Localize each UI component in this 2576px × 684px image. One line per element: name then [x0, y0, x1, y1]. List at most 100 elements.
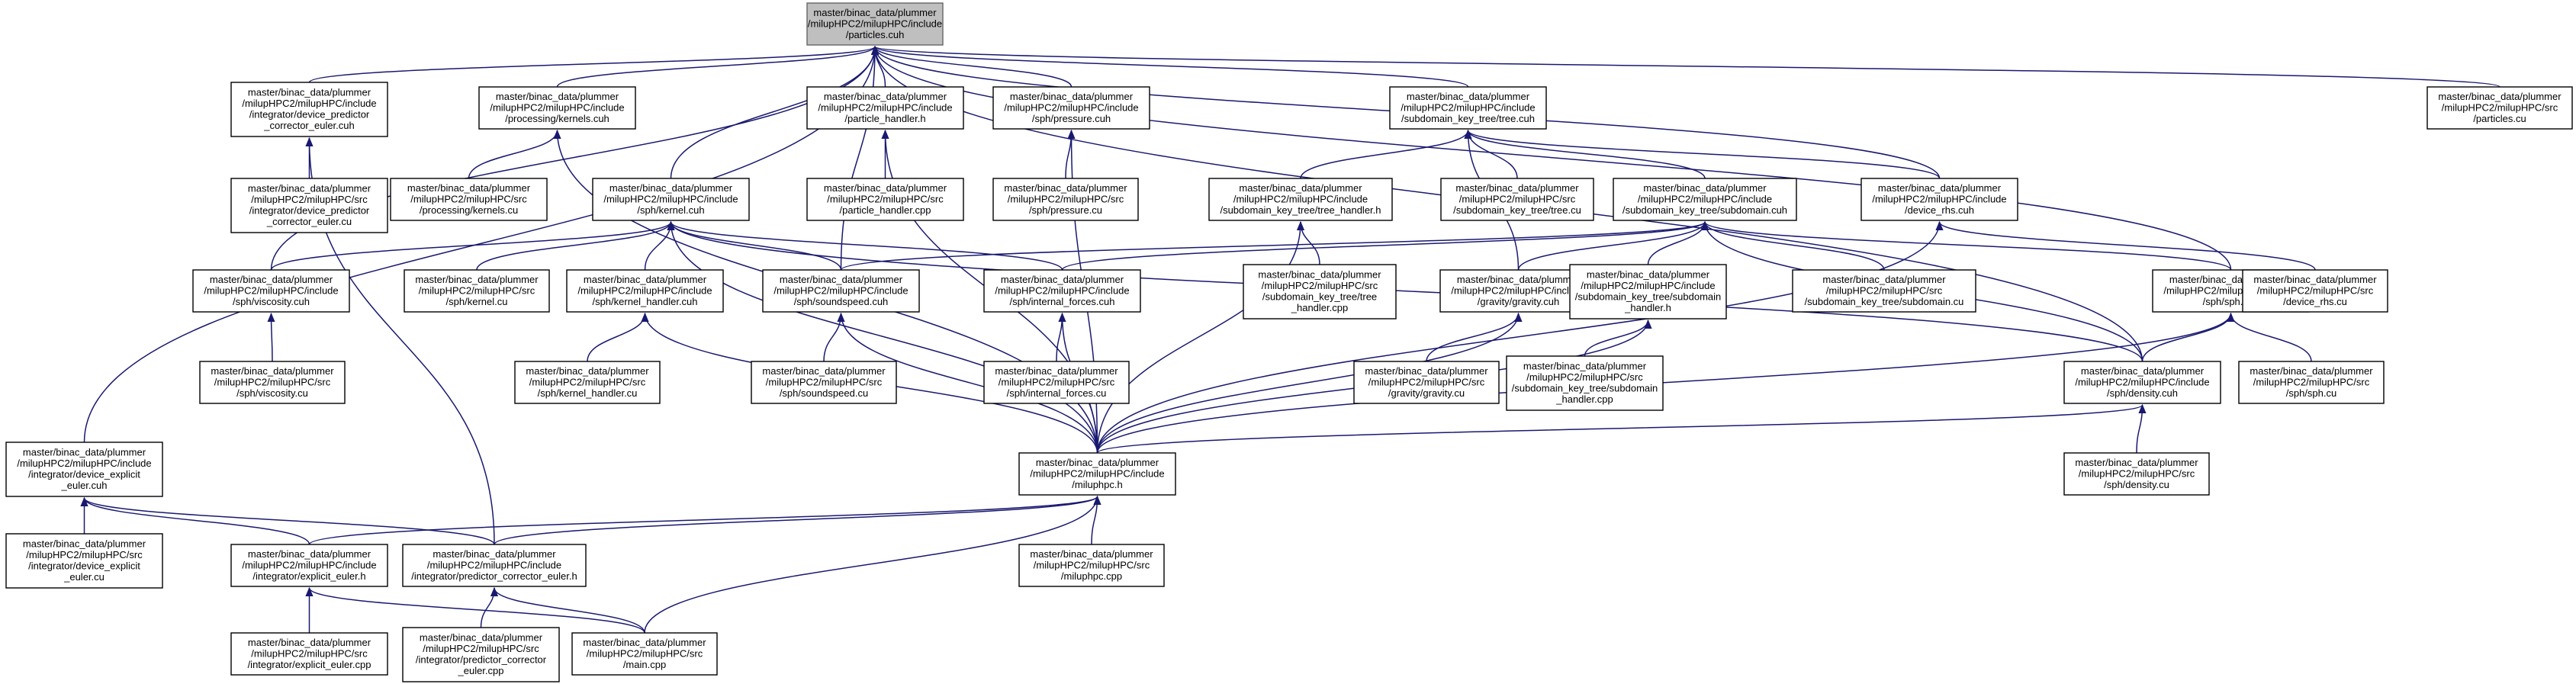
node-kernel-handler-cu[interactable]: master/binac_data/plummer/milupHPC2/milu… — [514, 361, 661, 404]
node-label-line: /milupHPC2/milupHPC/src — [251, 194, 368, 205]
edge-miluphpc-h-to-kernel-cuh — [667, 221, 1098, 454]
node-viscosity-cu[interactable]: master/binac_data/plummer/milupHPC2/milu… — [199, 361, 346, 404]
node-kernel-handler-cuh[interactable]: master/binac_data/plummer/milupHPC2/milu… — [566, 269, 724, 313]
node-label-line: master/binac_data/plummer — [1457, 274, 1581, 285]
node-device-predictor-corrector-euler-cu[interactable]: master/binac_data/plummer/milupHPC2/milu… — [230, 178, 388, 233]
node-label-line: /milupHPC2/milupHPC/include — [204, 284, 338, 296]
node-subdomain-handler-h[interactable]: master/binac_data/plummer/milupHPC2/milu… — [1569, 264, 1727, 320]
node-device-explicit-euler-cuh[interactable]: master/binac_data/plummer/milupHPC2/milu… — [5, 442, 163, 497]
node-internal-forces-cuh[interactable]: master/binac_data/plummer/milupHPC2/milu… — [983, 269, 1141, 313]
node-box — [390, 178, 548, 221]
node-subdomain-cu[interactable]: master/binac_data/plummer/milupHPC2/milu… — [1792, 269, 1976, 313]
node-particles-cuh[interactable]: master/binac_data/plummer/milupHPC2/milu… — [806, 2, 944, 46]
node-label-line: /sph/viscosity.cu — [236, 387, 308, 399]
node-label-line: master/binac_data/plummer — [1036, 457, 1159, 468]
edge-main-cpp-to-predictor-corrector-euler-h — [490, 587, 645, 634]
node-label-line: /milupHPC2/milupHPC/src — [26, 549, 143, 560]
node-box — [1506, 355, 1664, 411]
node-predictor-corrector-euler-cpp[interactable]: master/binac_data/plummer/milupHPC2/milu… — [402, 627, 560, 682]
node-label-line: /milupHPC2/milupHPC/include — [1004, 101, 1138, 113]
node-box — [230, 544, 388, 587]
node-label-line: master/binac_data/plummer — [2081, 365, 2205, 377]
node-label-line: /subdomain_key_tree/tree.cu — [1453, 204, 1581, 216]
node-label-line: /milupHPC2/milupHPC/include — [1451, 284, 1585, 296]
node-label-line: /gravity/gravity.cu — [1388, 387, 1465, 399]
edge-miluphpc-h-to-soundspeed-cuh — [837, 313, 1098, 454]
node-label-line: /milupHPC2/milupHPC/include — [995, 284, 1129, 296]
node-soundspeed-cu[interactable]: master/binac_data/plummer/milupHPC2/milu… — [751, 361, 897, 404]
node-label-line: /milupHPC2/milupHPC/include — [242, 559, 376, 570]
node-box — [1018, 452, 1176, 496]
node-label-line: master/binac_data/plummer — [407, 182, 531, 194]
node-explicit-euler-cpp[interactable]: master/binac_data/plummer/milupHPC2/milu… — [230, 632, 388, 676]
node-tree-handler-h[interactable]: master/binac_data/plummer/milupHPC2/milu… — [1208, 178, 1393, 221]
node-miluphpc-cpp[interactable]: master/binac_data/plummer/milupHPC2/milu… — [1018, 544, 1165, 587]
node-box — [806, 86, 964, 130]
node-miluphpc-h[interactable]: master/binac_data/plummer/milupHPC2/milu… — [1018, 452, 1176, 496]
node-label-line: _euler.cpp — [458, 665, 504, 676]
node-label-line: master/binac_data/plummer — [1365, 365, 1488, 377]
node-label-line: /integrator/predictor_corrector_euler.h — [411, 570, 577, 582]
node-label-line: master/binac_data/plummer — [496, 91, 619, 102]
node-tree-cuh[interactable]: master/binac_data/plummer/milupHPC2/milu… — [1389, 86, 1547, 130]
node-pressure-cu[interactable]: master/binac_data/plummer/milupHPC2/milu… — [992, 178, 1139, 221]
edge-main-cpp-to-explicit-euler-h — [305, 587, 645, 634]
node-subdomain-handler-cpp[interactable]: master/binac_data/plummer/milupHPC2/milu… — [1506, 355, 1664, 411]
edge-internal-forces-cuh-to-kernel-cuh — [667, 221, 1063, 271]
node-soundspeed-cuh[interactable]: master/binac_data/plummer/milupHPC2/milu… — [762, 269, 920, 313]
node-subdomain-cuh[interactable]: master/binac_data/plummer/milupHPC2/milu… — [1613, 178, 1797, 221]
node-kernels-cu[interactable]: master/binac_data/plummer/milupHPC2/milu… — [390, 178, 548, 221]
node-density-cuh[interactable]: master/binac_data/plummer/milupHPC2/milu… — [2063, 361, 2221, 404]
node-tree-cu[interactable]: master/binac_data/plummer/milupHPC2/milu… — [1440, 178, 1594, 221]
node-viscosity-cuh[interactable]: master/binac_data/plummer/milupHPC2/milu… — [192, 269, 350, 313]
node-device-predictor-corrector-euler-cuh[interactable]: master/binac_data/plummer/milupHPC2/milu… — [230, 82, 388, 137]
node-particle-handler-h[interactable]: master/binac_data/plummer/milupHPC2/milu… — [806, 86, 964, 130]
node-label-line: /milupHPC2/milupHPC/include — [1233, 193, 1368, 204]
node-main-cpp[interactable]: master/binac_data/plummer/milupHPC2/milu… — [571, 632, 718, 676]
node-internal-forces-cu[interactable]: master/binac_data/plummer/milupHPC2/milu… — [983, 361, 1130, 404]
node-label-line: /milupHPC2/milupHPC/src — [2253, 376, 2370, 387]
node-box — [983, 269, 1141, 313]
node-pressure-cuh[interactable]: master/binac_data/plummer/milupHPC2/milu… — [992, 86, 1150, 130]
node-label-line: /milupHPC2/milupHPC/src — [766, 376, 883, 387]
node-label-line: /milupHPC2/milupHPC/src — [214, 376, 331, 387]
node-label-line: master/binac_data/plummer — [1010, 91, 1134, 102]
node-kernels-cuh[interactable]: master/binac_data/plummer/milupHPC2/milu… — [478, 86, 636, 130]
node-particle-handler-cpp[interactable]: master/binac_data/plummer/milupHPC2/milu… — [806, 178, 964, 221]
edge-viscosity-cuh-to-kernel-cuh — [270, 221, 675, 271]
node-box — [404, 269, 550, 313]
node-gravity-cu[interactable]: master/binac_data/plummer/milupHPC2/milu… — [1353, 361, 1500, 404]
node-device-rhs-cu[interactable]: master/binac_data/plummer/milupHPC2/milu… — [2242, 269, 2388, 313]
edge-internal-forces-cuh-to-subdomain-cuh — [1061, 221, 1709, 271]
node-label-line: master/binac_data/plummer — [248, 548, 371, 560]
node-particles-cu[interactable]: master/binac_data/plummer/milupHPC2/milu… — [2426, 86, 2573, 130]
node-label-line: /milupHPC2/milupHPC/include — [490, 101, 624, 113]
node-box — [1440, 178, 1594, 221]
node-sph-cu[interactable]: master/binac_data/plummer/milupHPC2/milu… — [2238, 361, 2385, 404]
node-label-line: /sph/internal_forces.cu — [1007, 387, 1107, 399]
node-kernel-cu[interactable]: master/binac_data/plummer/milupHPC2/milu… — [404, 269, 550, 313]
node-label-line: /milupHPC2/milupHPC/src — [410, 193, 527, 204]
node-label-line: master/binac_data/plummer — [1030, 548, 1153, 560]
node-device-rhs-cuh[interactable]: master/binac_data/plummer/milupHPC2/milu… — [1860, 178, 2018, 221]
node-label-line: /milupHPC2/milupHPC/src — [1262, 280, 1378, 291]
node-label-line: /subdomain_key_tree/tree.cuh — [1401, 113, 1535, 124]
node-tree-handler-cpp[interactable]: master/binac_data/plummer/milupHPC2/milu… — [1243, 264, 1397, 320]
node-label-line: master/binac_data/plummer — [1004, 182, 1127, 194]
node-device-explicit-euler-cu[interactable]: master/binac_data/plummer/milupHPC2/milu… — [5, 533, 163, 589]
node-predictor-corrector-euler-h[interactable]: master/binac_data/plummer/milupHPC2/milu… — [402, 544, 587, 587]
node-label-line: _euler.cuh — [61, 480, 108, 491]
node-kernel-cuh[interactable]: master/binac_data/plummer/milupHPC2/milu… — [592, 178, 750, 221]
node-box — [402, 544, 587, 587]
edge-sph-cuh-to-subdomain-cuh — [1701, 221, 2232, 271]
edge-soundspeed-cuh-to-kernel-cuh — [667, 221, 842, 271]
node-explicit-euler-h[interactable]: master/binac_data/plummer/milupHPC2/milu… — [230, 544, 388, 587]
node-label-line: master/binac_data/plummer — [1643, 182, 1767, 194]
node-label-line: /miluphpc.h — [1072, 479, 1122, 490]
node-label-line: /milupHPC2/milupHPC/src — [1368, 376, 1485, 387]
node-density-cu[interactable]: master/binac_data/plummer/milupHPC2/milu… — [2063, 452, 2210, 496]
node-box — [230, 632, 388, 676]
node-box — [566, 269, 724, 313]
node-label-line: master/binac_data/plummer — [2075, 457, 2198, 468]
node-label-line: /subdomain_key_tree/subdomain.cu — [1805, 296, 1964, 307]
